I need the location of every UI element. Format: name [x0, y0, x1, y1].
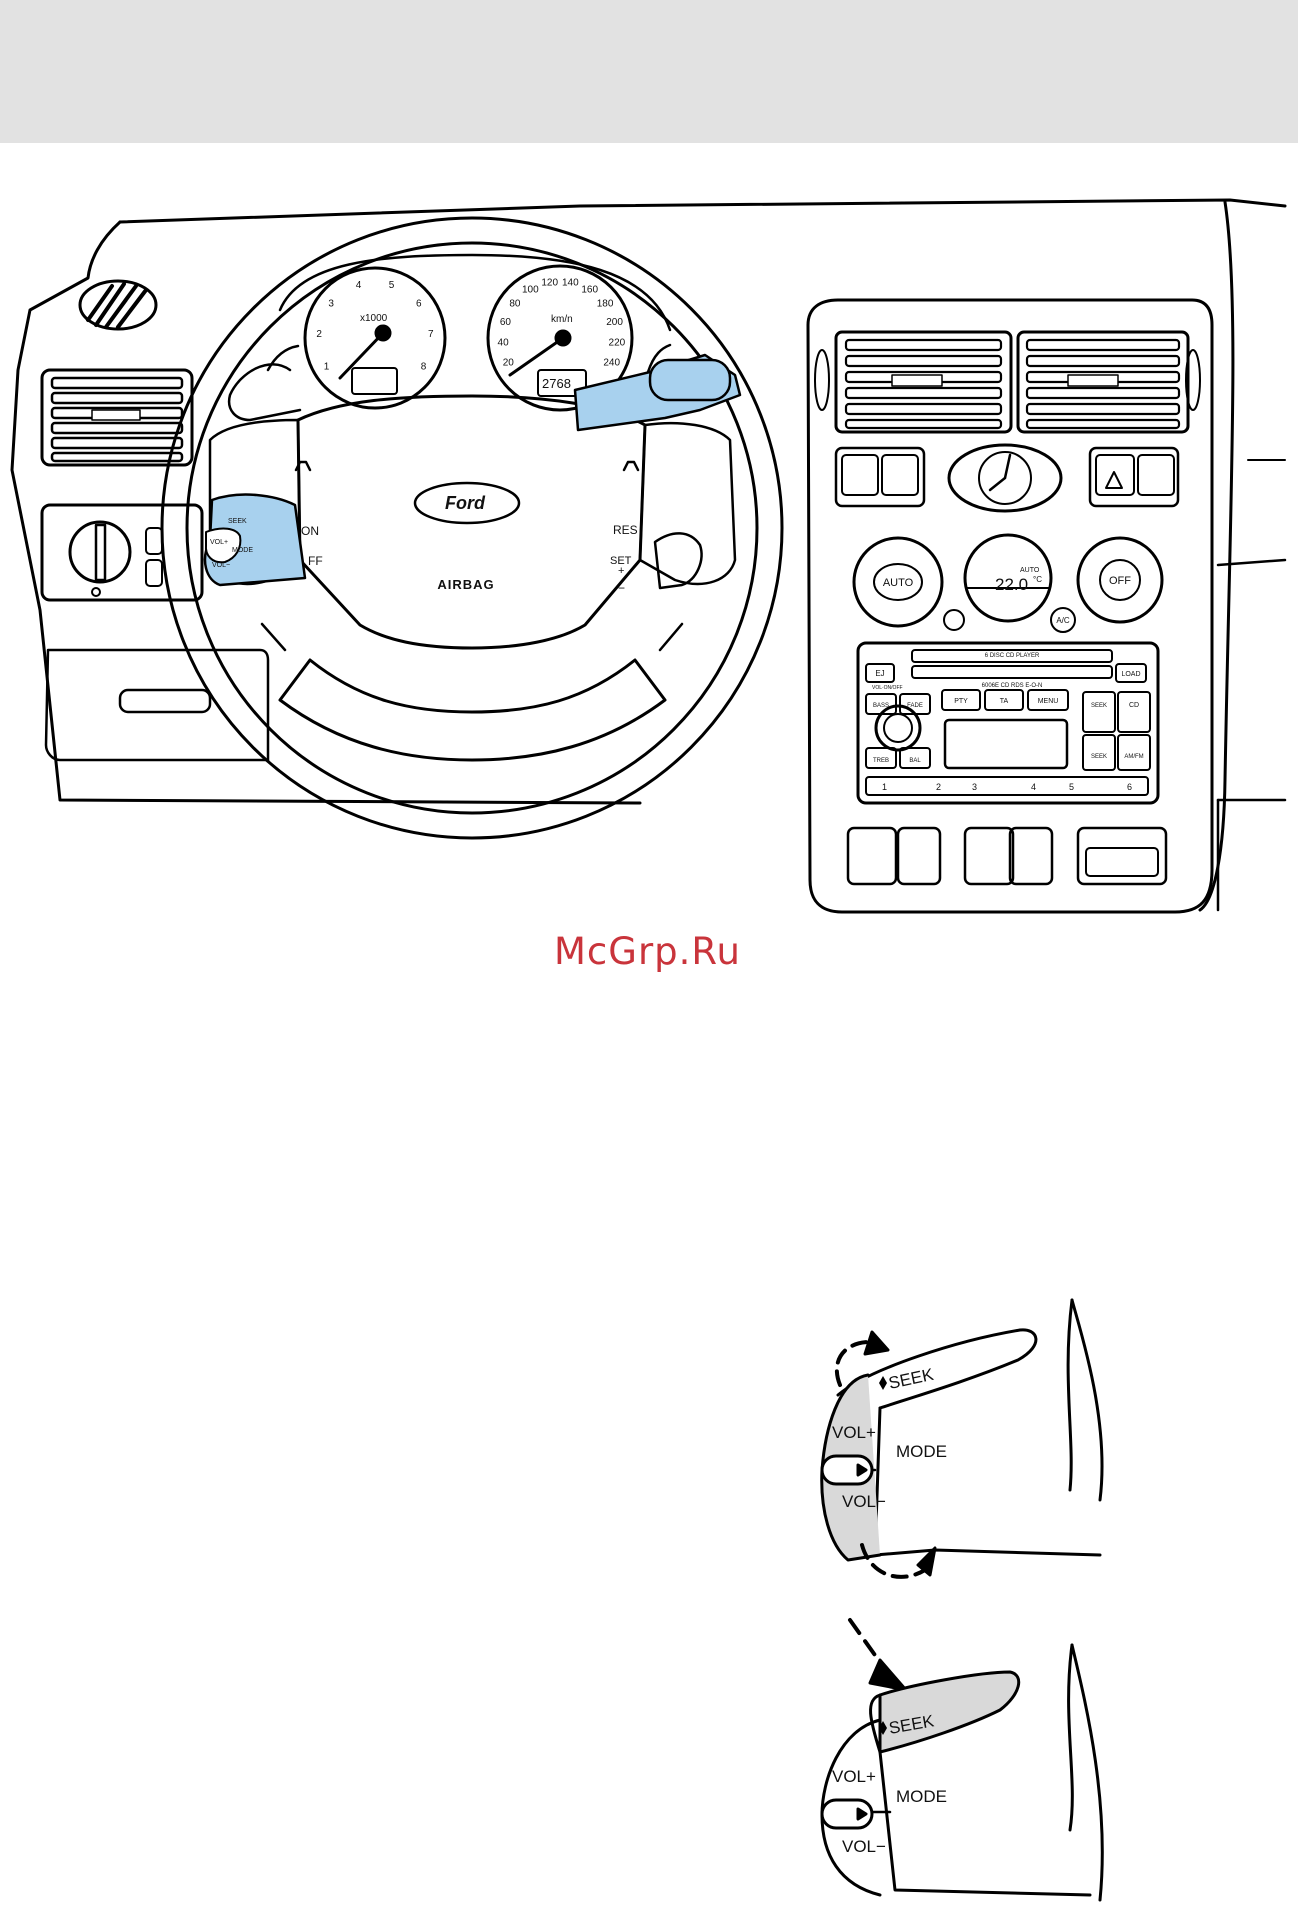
speedometer-tick-label: 100 — [522, 285, 539, 296]
speedometer-tick-label: 200 — [606, 317, 623, 328]
glove-box — [44, 648, 270, 762]
climate-auto-button-label: AUTO — [883, 577, 914, 589]
airbag-label: AIRBAG — [437, 577, 494, 592]
radio-menu-label: MENU — [1038, 698, 1059, 705]
speedometer-tick-label: 180 — [597, 299, 614, 310]
radio-preset-5: 5 — [1069, 782, 1074, 792]
tachometer-tick-label: 1 — [324, 361, 330, 372]
radio-amfm-label: AM/FM — [1124, 754, 1143, 760]
climate-ac-label: A/C — [1056, 616, 1070, 625]
header-band — [0, 0, 1298, 143]
speedometer-tick-label: 20 — [503, 357, 515, 368]
cruise-off-label: FF — [308, 554, 323, 568]
radio-preset-1: 1 — [882, 782, 887, 792]
tachometer-tick-label: 5 — [389, 280, 395, 291]
tachometer-tick-label: 3 — [328, 298, 334, 309]
speedometer-tick-label: 140 — [562, 277, 579, 288]
tachometer-tick-label: 6 — [416, 298, 422, 309]
tachometer — [303, 266, 447, 410]
lever-detail-bottom — [820, 1618, 1104, 1902]
radio-treb-label: TREB — [873, 758, 889, 764]
detail-bottom-mode-label: MODE — [896, 1787, 947, 1806]
light-switch-panel — [40, 503, 204, 602]
detail-top-seek-label: SEEK — [887, 1365, 936, 1393]
detail-top-mode-label: MODE — [896, 1442, 947, 1461]
left-side-vent — [78, 279, 158, 331]
watermark: McGrp.Ru — [554, 930, 741, 973]
lever-detail-top — [820, 1298, 1104, 1579]
tachometer-unit-label: x1000 — [360, 313, 388, 324]
radio-load-label: LOAD — [1121, 671, 1140, 678]
ford-logo-text: Ford — [445, 493, 486, 513]
radio-cd-slot-label: 6 DISC CD PLAYER — [985, 653, 1040, 659]
climate-off-button-label: OFF — [1109, 575, 1131, 587]
right-stalk-highlight — [573, 353, 742, 432]
cruise-minus-label: − — [618, 581, 625, 595]
radio-preset-6: 6 — [1127, 782, 1132, 792]
dash-outline — [118, 198, 1287, 224]
speedometer-tick-label: 160 — [581, 285, 598, 296]
cruise-set-label: SET — [610, 555, 632, 567]
detail-top-vol-minus-label: VOL− — [842, 1492, 886, 1511]
speedometer-tick-label: 120 — [541, 277, 558, 288]
detail-bottom-vol-minus-label: VOL− — [842, 1837, 886, 1856]
cruise-plus-label: + — [618, 565, 624, 577]
tachometer-tick-label: 8 — [421, 361, 427, 372]
climate-display-mode: AUTO — [1020, 567, 1040, 574]
speedometer-unit-label: km/n — [551, 314, 573, 325]
radio-seek-down-label: SEEK — [1091, 754, 1107, 760]
detail-top-vol-plus-label: VOL+ — [832, 1423, 876, 1442]
radio-eject-label: EJ — [875, 669, 884, 678]
climate-display-temp: 22.0 — [995, 575, 1028, 594]
seek-diamond-icon — [879, 1721, 887, 1735]
speedometer-tick-label: 40 — [498, 337, 510, 348]
radio-preset-4: 4 — [1031, 782, 1036, 792]
odometer-value: 2768 — [542, 376, 571, 391]
climate-display-unit: °C — [1033, 575, 1042, 584]
seek-diamond-icon — [879, 1376, 887, 1390]
speedometer-tick-label: 80 — [509, 299, 521, 310]
left-vent — [40, 368, 194, 467]
radio-preset-2: 2 — [936, 782, 941, 792]
radio-bal-label: BAL — [909, 758, 921, 764]
radio-fade-label: FADE — [907, 703, 923, 709]
radio-vol-label: VOL·ON/OFF — [872, 685, 903, 691]
cruise-on-label: ON — [301, 524, 319, 538]
inset-seek-label: SEEK — [228, 518, 247, 525]
inset-vol-minus-label: VOL− — [212, 562, 230, 569]
inset-vol-plus-label: VOL+ — [210, 539, 228, 546]
tachometer-tick-labels: 1 2 3 4 5 6 7 8 — [316, 280, 434, 373]
radio-seek-up-label: SEEK — [1091, 703, 1107, 709]
radio-cd-label: CD — [1129, 702, 1139, 709]
center-console — [806, 298, 1214, 914]
inset-mode-label: MODE — [232, 547, 253, 554]
speedometer-tick-label: 240 — [603, 357, 620, 368]
tachometer-tick-label: 2 — [316, 329, 322, 340]
left-stalk-highlight — [203, 493, 307, 587]
speedometer-tick-label: 60 — [500, 317, 512, 328]
tachometer-tick-label: 4 — [356, 280, 362, 291]
radio-preset-3: 3 — [972, 782, 977, 792]
cruise-res-label: RES — [613, 523, 638, 537]
radio-pty-label: PTY — [954, 698, 968, 705]
radio-ta-label: TA — [1000, 698, 1009, 705]
detail-bottom-vol-plus-label: VOL+ — [832, 1767, 876, 1786]
radio-bass-label: BASS — [873, 703, 889, 709]
radio-model-label: 6006E CD RDS E-O-N — [982, 683, 1043, 689]
speedometer — [486, 264, 634, 412]
tachometer-tick-label: 7 — [428, 329, 434, 340]
speedometer-tick-label: 220 — [609, 337, 626, 348]
